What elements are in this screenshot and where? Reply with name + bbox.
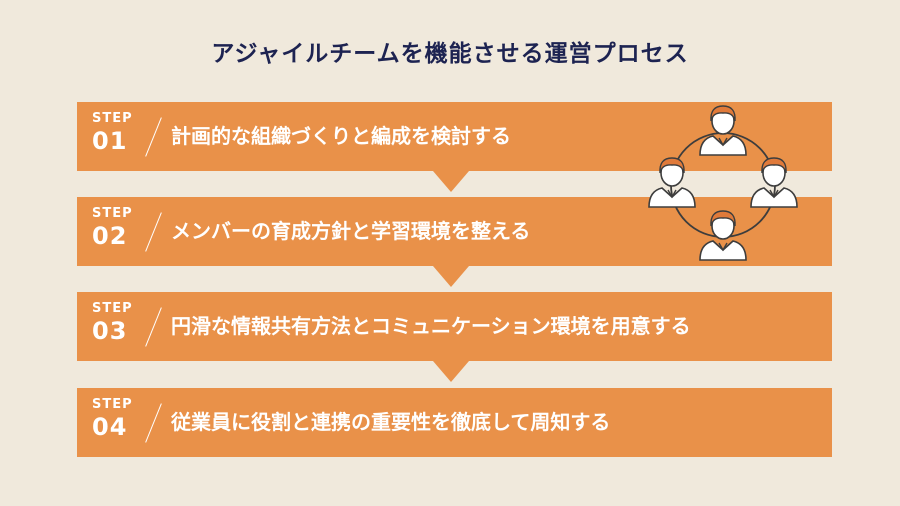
step-word: STEP: [92, 301, 133, 316]
step-text: 従業員に役割と連携の重要性を徹底して周知する: [171, 410, 611, 434]
down-arrow-icon: [433, 171, 469, 192]
step-text: 円滑な情報共有方法とコミュニケーション環境を用意する: [171, 314, 691, 338]
step-number: 03: [92, 317, 128, 345]
step-number: 02: [92, 222, 128, 250]
step-number: 01: [92, 127, 128, 155]
step-word: STEP: [92, 397, 133, 412]
step-label-04: STEP 04: [92, 398, 152, 439]
step-04: STEP 04 従業員に役割と連携の重要性を徹底して周知する: [77, 388, 832, 457]
down-arrow-icon: [433, 361, 469, 382]
step-text: 計画的な組織づくりと編成を検討する: [171, 124, 511, 148]
step-text: メンバーの育成方針と学習環境を整える: [171, 219, 531, 243]
step-label-03: STEP 03: [92, 302, 152, 343]
team-cycle-icon: [648, 105, 798, 261]
step-label-01: STEP 01: [92, 112, 152, 153]
person-icon: [648, 157, 696, 208]
step-03: STEP 03 円滑な情報共有方法とコミュニケーション環境を用意する: [77, 292, 832, 361]
step-label-02: STEP 02: [92, 207, 152, 248]
page-title: アジャイルチームを機能させる運営プロセス: [211, 41, 689, 67]
step-number: 04: [92, 413, 128, 441]
step-word: STEP: [92, 111, 133, 126]
person-icon: [699, 105, 747, 156]
down-arrow-icon: [433, 266, 469, 287]
step-word: STEP: [92, 206, 133, 221]
person-icon: [750, 157, 798, 208]
person-icon: [699, 210, 747, 261]
